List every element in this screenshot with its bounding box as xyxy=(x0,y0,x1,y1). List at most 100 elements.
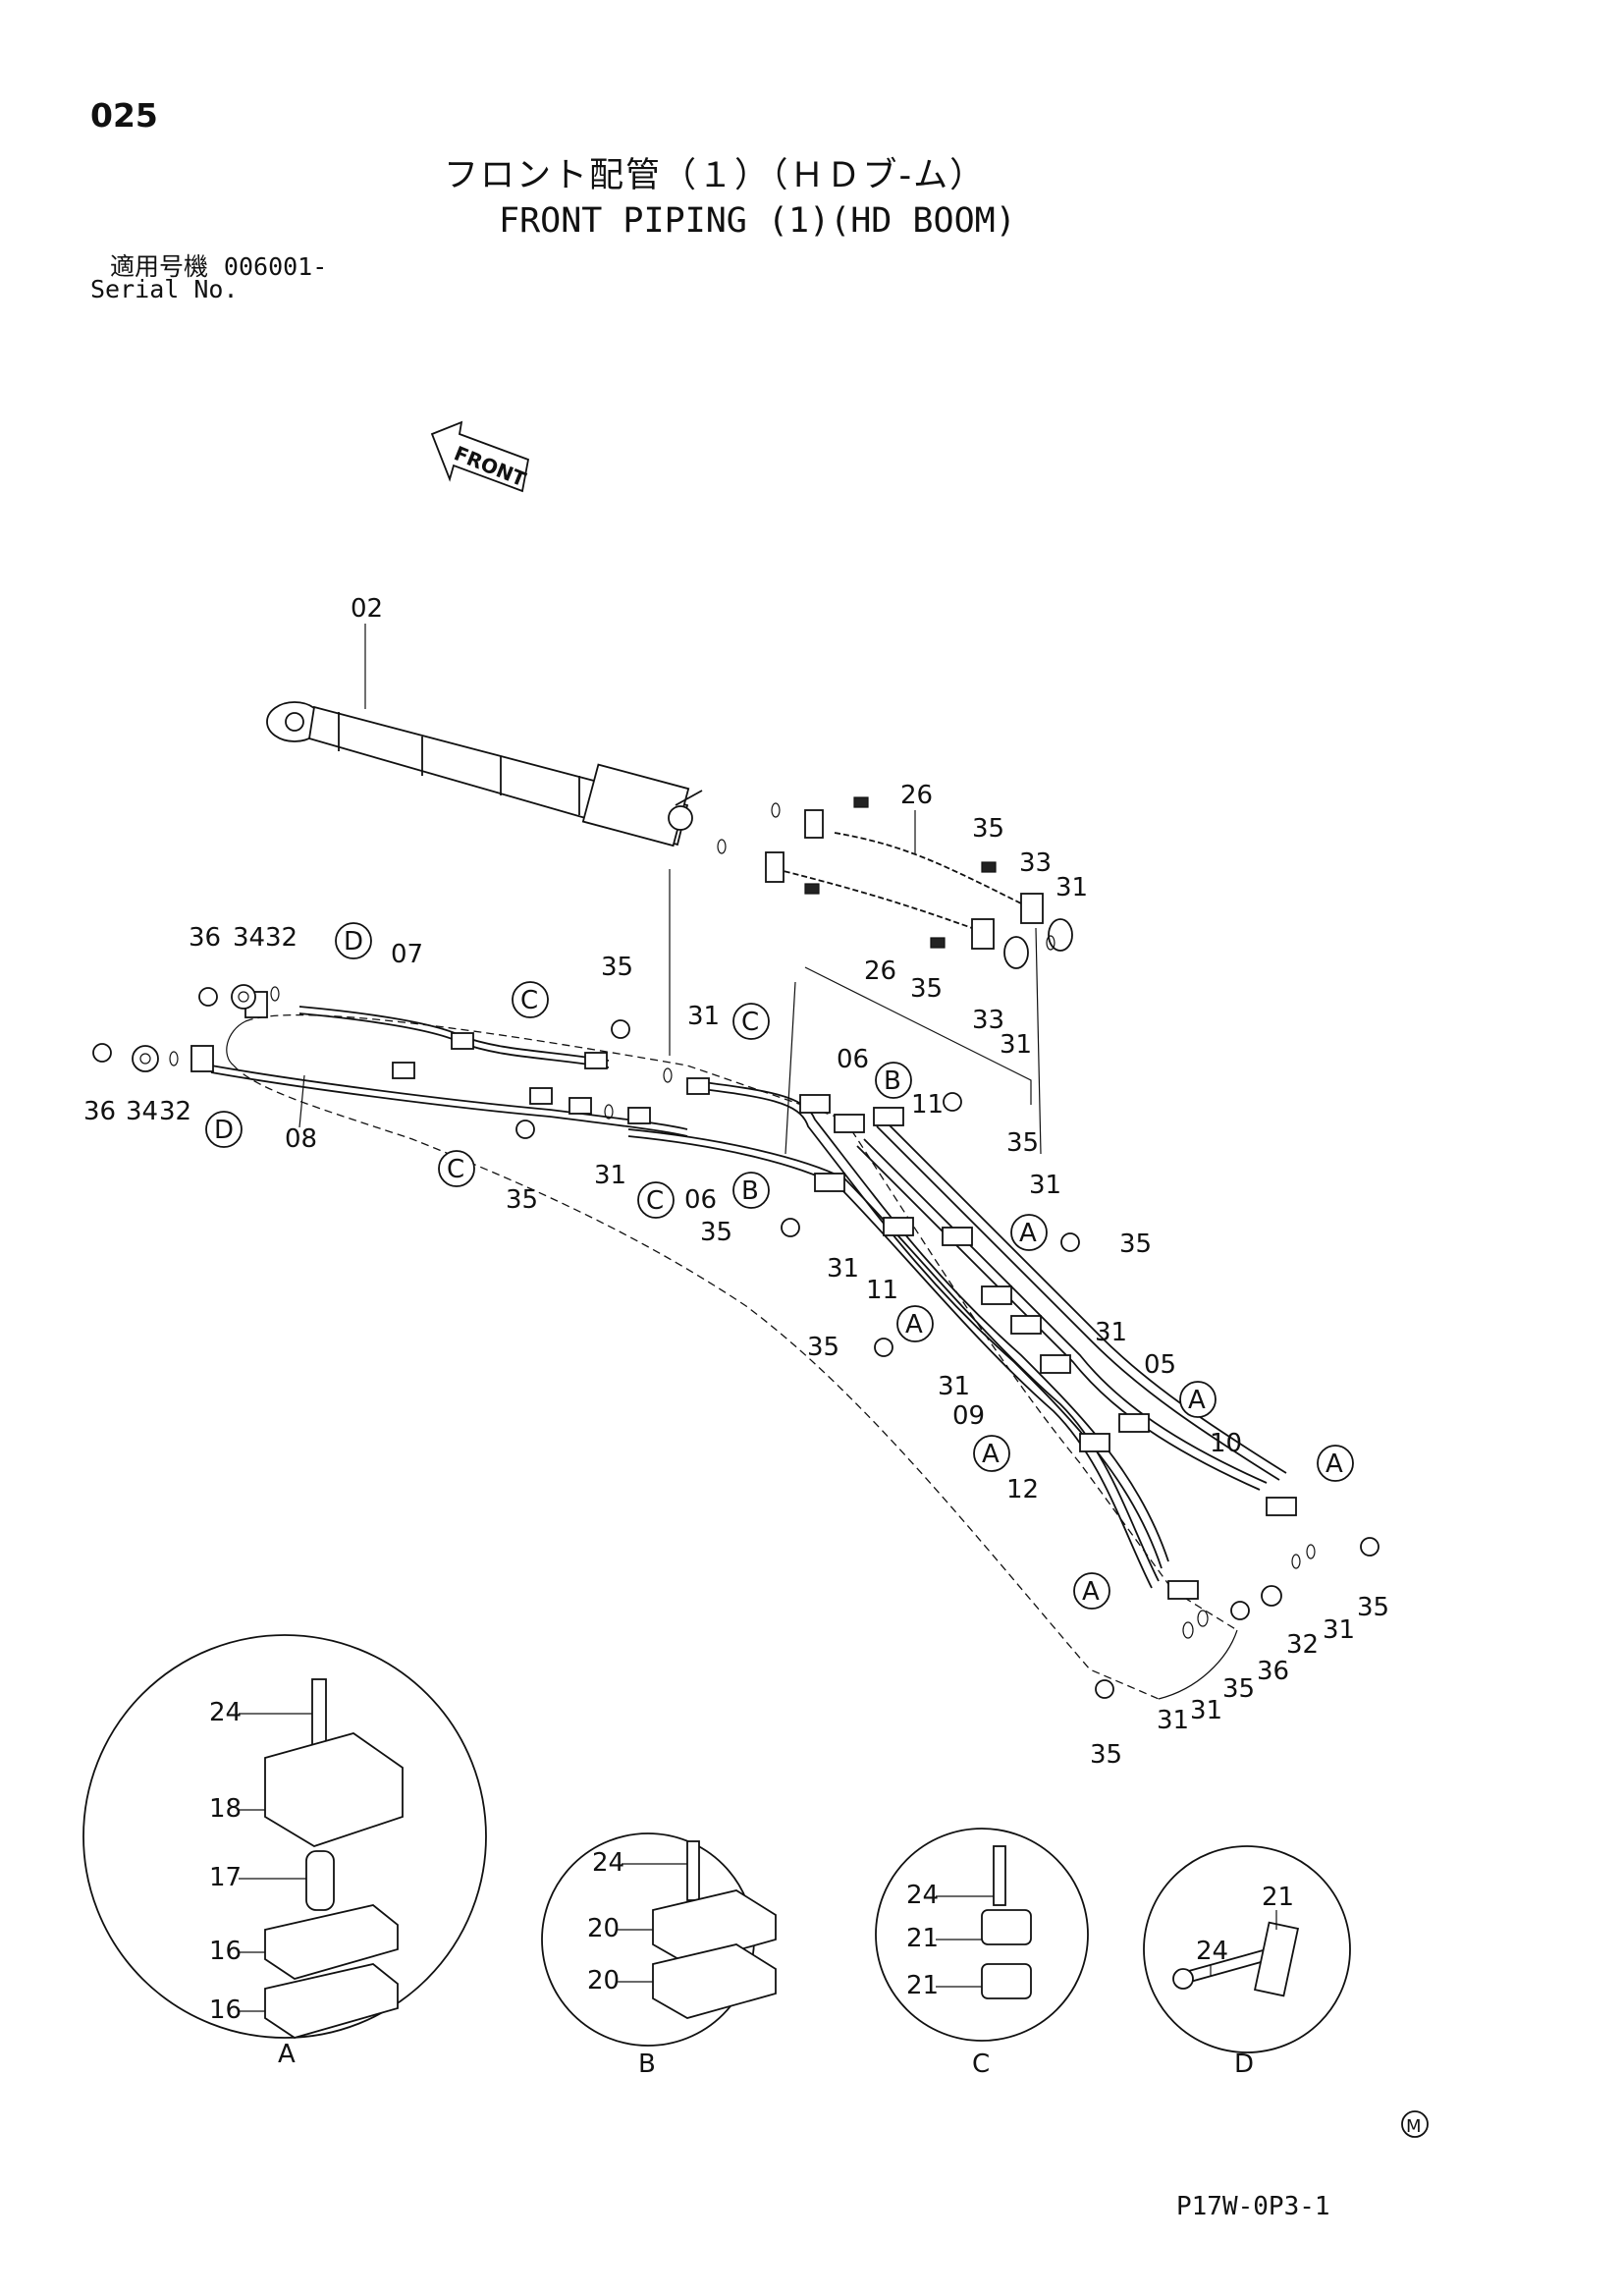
callout-35-far-right: 35 xyxy=(1357,1593,1389,1622)
callout-06-upper: 06 xyxy=(837,1045,869,1074)
svg-text:24: 24 xyxy=(592,1848,624,1878)
callout-36-left: 36 xyxy=(189,923,221,953)
callout-35-right-upper: 35 xyxy=(1006,1128,1039,1158)
svg-text:24: 24 xyxy=(209,1698,242,1727)
svg-text:20: 20 xyxy=(587,1914,620,1943)
callout-31-upper: 31 xyxy=(1055,873,1088,902)
marker-B-lower: B xyxy=(732,1172,770,1209)
marker-A-5: A xyxy=(1317,1445,1354,1482)
callout-labels: 02 26 35 33 31 26 35 33 31 36 34 32 07 3… xyxy=(83,594,1389,1770)
callout-32-right: 32 xyxy=(1286,1630,1319,1660)
marker-C-lower: C xyxy=(438,1150,475,1187)
detail-D: 24 21 D xyxy=(1143,1845,1351,2079)
svg-text:B: B xyxy=(638,2050,656,2079)
callout-02: 02 xyxy=(351,594,383,624)
callout-35-mid: 35 xyxy=(910,974,943,1004)
callout-32-left: 32 xyxy=(265,923,298,953)
detail-reference-markers: D D C C C C B B A A A A A A xyxy=(205,922,1354,1610)
serial-label-japanese: 適用号機 006001- xyxy=(110,247,327,283)
svg-text:C: C xyxy=(972,2050,990,2079)
svg-text:A: A xyxy=(278,2040,296,2069)
callout-31-bottom-b: 31 xyxy=(1157,1706,1189,1735)
svg-text:A: A xyxy=(1325,1449,1343,1479)
svg-text:21: 21 xyxy=(1262,1883,1294,1912)
callout-31-bottom-a: 31 xyxy=(1190,1696,1222,1725)
callout-35-lower-left: 35 xyxy=(506,1185,538,1215)
marker-A-1: A xyxy=(1010,1214,1048,1251)
boom-outline xyxy=(226,1013,1238,1700)
callout-35-bottom-right: 35 xyxy=(1222,1674,1255,1704)
detail-A: 24 18 17 16 16 A xyxy=(82,1634,487,2069)
leader-hoses xyxy=(784,927,1042,1155)
pipe-runs xyxy=(210,1006,1287,1589)
callout-31-mid: 31 xyxy=(827,1254,859,1284)
svg-text:21: 21 xyxy=(906,1924,939,1953)
serial-label-jp-text: 適用号機 xyxy=(110,252,209,281)
marker-D-lower: D xyxy=(205,1111,243,1148)
marker-B-upper: B xyxy=(875,1062,912,1099)
marker-A-3: A xyxy=(1179,1381,1217,1418)
boom-cylinder xyxy=(266,701,703,847)
svg-text:18: 18 xyxy=(209,1794,242,1824)
callout-35-bottom: 35 xyxy=(1090,1740,1122,1770)
callout-31-right-mid: 31 xyxy=(1095,1318,1127,1347)
svg-text:24: 24 xyxy=(1196,1937,1228,1966)
svg-text:C: C xyxy=(447,1155,464,1184)
svg-text:16: 16 xyxy=(209,1937,242,1966)
callout-31-top: 31 xyxy=(687,1002,720,1031)
svg-text:21: 21 xyxy=(906,1971,939,2000)
callout-10: 10 xyxy=(1210,1429,1242,1458)
callout-36-far-left: 36 xyxy=(83,1097,116,1126)
title-english: FRONT PIPING (1)(HD BOOM) xyxy=(499,201,1016,241)
callout-11-lower: 11 xyxy=(866,1276,898,1305)
svg-text:C: C xyxy=(646,1186,664,1216)
marker-D-upper: D xyxy=(335,922,372,959)
callout-12: 12 xyxy=(1006,1475,1039,1504)
svg-text:D: D xyxy=(344,927,363,957)
callout-34-left: 34 xyxy=(233,923,265,953)
front-direction-arrow: FRONT xyxy=(430,420,529,493)
callout-35-upper: 35 xyxy=(972,814,1004,844)
callout-31-right-upper: 31 xyxy=(1029,1171,1061,1200)
pipe-clamps xyxy=(190,991,1297,1600)
callout-35-top: 35 xyxy=(601,953,633,982)
mark-symbol: M xyxy=(1401,2110,1429,2138)
marker-A-2: A xyxy=(896,1305,934,1342)
svg-text:D: D xyxy=(214,1116,234,1145)
callout-05: 05 xyxy=(1144,1350,1176,1380)
callout-09: 09 xyxy=(952,1401,985,1431)
callout-33-lower: 33 xyxy=(972,1006,1004,1035)
title-japanese: フロント配管（１）（ＨＤブ-ム） xyxy=(444,156,987,195)
svg-text:M: M xyxy=(1406,2116,1422,2137)
detail-B: 24 20 20 B xyxy=(541,1832,777,2079)
callout-36-right: 36 xyxy=(1257,1657,1289,1686)
marker-A-4: A xyxy=(973,1435,1010,1472)
callout-26-upper: 26 xyxy=(900,781,933,810)
serial-number-value: 006001- xyxy=(223,252,328,281)
marker-C-upper: C xyxy=(512,981,549,1018)
svg-text:D: D xyxy=(1234,2050,1254,2079)
callout-31-far-right: 31 xyxy=(1323,1615,1355,1645)
callout-08: 08 xyxy=(285,1124,317,1154)
callout-33-upper: 33 xyxy=(1019,848,1052,878)
svg-text:17: 17 xyxy=(209,1863,242,1892)
callout-31-lower: 31 xyxy=(1000,1030,1032,1060)
hardware-parts xyxy=(92,984,1380,1699)
marker-C-right: C xyxy=(732,1003,770,1040)
svg-text:B: B xyxy=(741,1176,759,1206)
svg-text:B: B xyxy=(884,1066,901,1096)
svg-text:A: A xyxy=(1019,1219,1037,1248)
page-number: 025 xyxy=(90,96,158,135)
svg-text:20: 20 xyxy=(587,1966,620,1995)
svg-text:A: A xyxy=(905,1310,923,1339)
detail-C: 24 21 21 C xyxy=(875,1828,1089,2079)
svg-text:A: A xyxy=(1082,1577,1100,1607)
svg-text:24: 24 xyxy=(906,1881,939,1910)
svg-text:C: C xyxy=(520,986,538,1015)
svg-text:C: C xyxy=(741,1008,759,1037)
svg-text:16: 16 xyxy=(209,1995,242,2025)
callout-32-far-left: 32 xyxy=(159,1097,191,1126)
marker-A-6: A xyxy=(1073,1572,1110,1610)
callout-07: 07 xyxy=(391,940,423,969)
